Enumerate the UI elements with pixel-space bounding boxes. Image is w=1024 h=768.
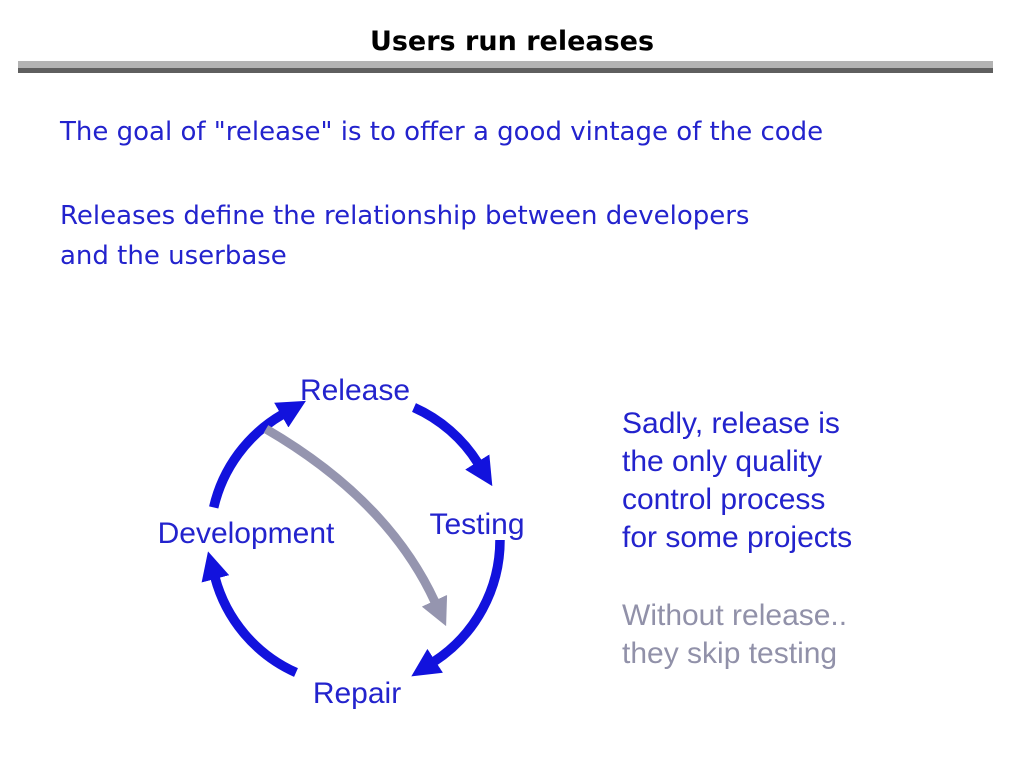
release-cycle-diagram: Release Testing Development Repair <box>158 374 525 710</box>
shortcut-arrow-release-to-repair <box>263 425 448 627</box>
cycle-arrow-testing-to-repair <box>411 539 505 677</box>
relationship-line-2: and the userbase <box>60 241 287 271</box>
divider-shadow <box>18 68 993 73</box>
skip-note-line-2: they skip testing <box>622 637 838 670</box>
quality-note-line-3: control process <box>622 483 826 516</box>
cycle-arrow-development-to-release <box>209 400 306 509</box>
slide-title: Users run releases <box>369 26 655 57</box>
cycle-arrow-repair-to-development <box>201 551 298 677</box>
skip-note-line-1: Without release.. <box>622 599 848 632</box>
relationship-line-1: Releases define the relationship between… <box>60 201 750 231</box>
cycle-arrow-release-to-testing <box>412 403 493 487</box>
quality-note-line-2: the only quality <box>622 445 823 478</box>
node-label-testing: Testing <box>429 508 524 541</box>
quality-note-line-4: for some projects <box>622 521 853 554</box>
title-divider <box>18 61 993 73</box>
node-label-release: Release <box>300 374 410 407</box>
node-label-development: Development <box>158 517 335 550</box>
skip-testing-note-text: Without release.. they skip testing <box>622 597 847 673</box>
divider-highlight <box>18 61 993 68</box>
node-label-repair: Repair <box>313 677 401 710</box>
quality-note-line-1: Sadly, release is <box>622 407 840 440</box>
goal-text: The goal of "release" is to offer a good… <box>60 117 824 147</box>
relationship-text: Releases define the relationship between… <box>60 196 749 276</box>
quality-note-text: Sadly, release is the only quality contr… <box>622 405 852 557</box>
